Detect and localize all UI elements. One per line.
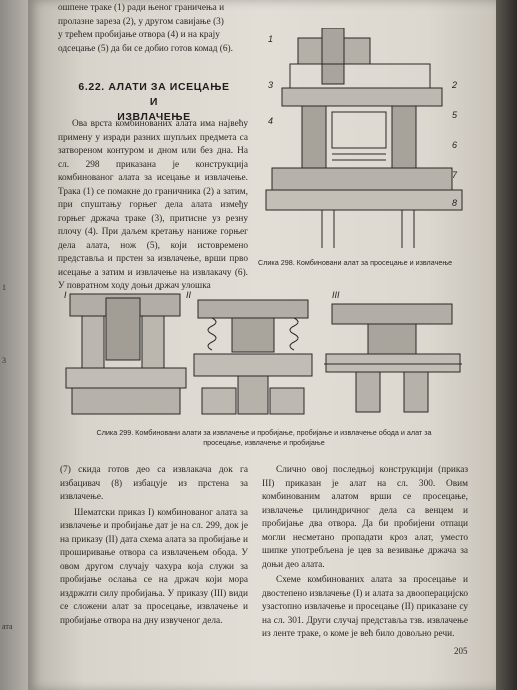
figure-299-drawing: I II III xyxy=(64,290,462,415)
fig298-label: 6 xyxy=(452,140,457,150)
section-number: 6.22. xyxy=(78,81,105,93)
body-column-1: Ова врста комбинованих алата има највећу… xyxy=(58,118,248,296)
figure-299-caption: Слика 299. Комбиновани алати за извлачењ… xyxy=(58,428,470,448)
caption-line: Слика 299. Комбиновани алати за извлачењ… xyxy=(96,428,432,437)
fig298-label: 1 xyxy=(268,34,273,44)
figure-298-drawing: 1 3 4 2 5 6 7 8 xyxy=(265,28,463,248)
fig298-label: 3 xyxy=(268,80,273,90)
section-title-line2: ИЗВЛАЧЕЊЕ xyxy=(117,111,191,123)
section-title-line1: АЛАТИ ЗА ИСЕЦАЊЕ И xyxy=(108,81,230,108)
body-column-bottom-right: Слично овој последњој конструкцији (прик… xyxy=(262,464,468,644)
fig298-label: 5 xyxy=(452,110,458,120)
fig299-label: III xyxy=(332,290,340,300)
text-line: у трећем пробијање отвора (4) и на крају xyxy=(58,30,220,40)
paragraph: (7) скида готов део са извлакача док га … xyxy=(60,465,248,502)
fig298-label: 8 xyxy=(452,198,457,208)
caption-line: просецање, извлачење и пробијање xyxy=(203,438,325,447)
body-column-bottom-left: (7) скида готов део са извлакача док га … xyxy=(60,464,248,630)
figure-298-caption: Слика 298. Комбиновани алат за просецање… xyxy=(258,258,453,267)
text-line: ошпене траке (1) ради њеног граничења и xyxy=(58,3,225,13)
top-text: ошпене траке (1) ради њеног граничења и … xyxy=(58,2,248,56)
right-background xyxy=(496,0,517,690)
paragraph: Шематски приказ I) комбинованог алата за… xyxy=(60,507,248,626)
fig298-label: 2 xyxy=(451,80,457,90)
text-line: одсецање (5) да би се добио готов комад … xyxy=(58,43,233,54)
section-heading: 6.22. АЛАТИ ЗА ИСЕЦАЊЕ И ИЗВЛАЧЕЊЕ xyxy=(74,80,234,125)
page-number: 205 xyxy=(454,646,468,656)
fig298-label: 7 xyxy=(452,170,458,180)
paragraph: Схеме комбинованих алата за просецање и … xyxy=(262,575,468,639)
fig298-label: 4 xyxy=(268,116,273,126)
paragraph: Ова врста комбинованих алата има највећу… xyxy=(58,119,248,291)
left-page-label: ата xyxy=(2,622,13,631)
left-page-label: 3 xyxy=(2,356,6,365)
fig299-label: II xyxy=(186,290,192,300)
text-line: пролазне зареза (2), у другом савијање (… xyxy=(58,16,224,27)
fig299-label: I xyxy=(64,290,67,300)
left-page-label: 1 xyxy=(2,283,6,292)
paragraph: Слично овој последњој конструкцији (прик… xyxy=(262,465,468,570)
